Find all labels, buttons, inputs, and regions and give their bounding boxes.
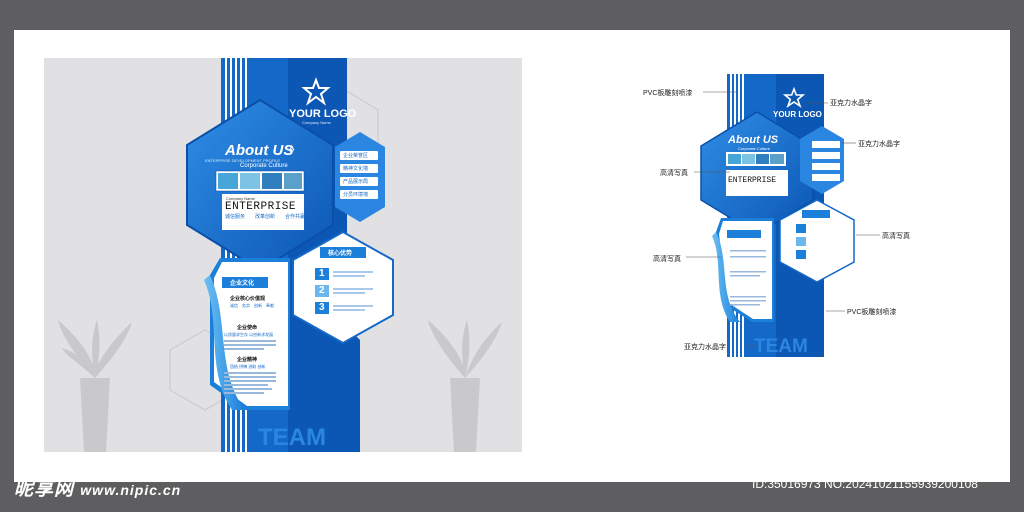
watermark-id: ID:35016973 NO:20241021155939200108	[752, 477, 978, 491]
corporate-culture-label: Corporate Culture	[240, 163, 288, 169]
side-menu-item-1: 企业荣誉区	[343, 153, 369, 159]
culture-line-2: 以质量求生存 以创新求发展	[224, 332, 274, 337]
culture-heading-3: 企业精神	[237, 357, 258, 363]
watermark-brand: 昵享网 www.nipic.cn	[14, 479, 182, 500]
enterprise-small: Company Name	[226, 196, 255, 201]
enterprise-slogans: 诚信服务 改革创新 合作共赢	[225, 214, 306, 220]
annotation-acrylic-bottom: 亚克力水晶字	[684, 344, 726, 351]
about-title-small: About US	[728, 134, 779, 146]
annotation-acrylic-mid: 亚克力水晶字	[858, 141, 900, 148]
team-text: TEAM	[258, 424, 326, 451]
logo-star-icon	[301, 77, 331, 106]
left-hex-title: 企业文化	[230, 281, 255, 287]
number-3: 3	[319, 302, 325, 313]
about-title: About US	[225, 142, 294, 159]
side-menu-item-4: 分员环境墙	[343, 192, 369, 198]
enterprise-title-small: ENTERPRISE	[728, 176, 777, 185]
watermark-url: www.nipic.cn	[80, 482, 182, 498]
team-text-small: TEAM	[754, 336, 808, 357]
logo-text-small: YOUR LOGO	[773, 110, 822, 119]
annotation-pvc-bottom: PVC板雕刻喷漆	[847, 309, 897, 316]
annotation-photo-left-top: 高清写真	[660, 170, 688, 177]
plant-decoration-left	[58, 320, 132, 452]
annotation-pvc-top: PVC板雕刻喷漆	[643, 90, 693, 97]
number-2: 2	[319, 285, 325, 296]
annotation-photo-right: 高清写真	[882, 233, 910, 240]
culture-line-1: 诚信 务实 创新 奉献	[230, 303, 274, 308]
side-menu-item-2: 精神文化墙	[343, 166, 369, 172]
annotation-photo-left-bottom: 高清写真	[653, 256, 681, 263]
number-1: 1	[319, 268, 325, 279]
logo-text: YOUR LOGO	[289, 108, 357, 120]
about-subtitle: ENTERPRISE DEVELOPMENT PROFILE	[205, 158, 281, 163]
right-hex-title: 核心优势	[328, 251, 353, 257]
side-menu-item-3: 产品展示局	[343, 179, 369, 185]
corporate-culture-label-small: Corporate Culture	[738, 146, 770, 151]
culture-heading-1: 企业核心价值观	[230, 296, 266, 302]
enterprise-title: ENTERPRISE	[225, 201, 297, 213]
culture-heading-2: 企业使命	[237, 325, 258, 331]
logo-tagline: Company Name	[302, 120, 331, 125]
logo-star-icon-small	[782, 86, 806, 108]
plant-decoration-right	[428, 320, 502, 452]
annotation-acrylic-top: 亚克力水晶字	[830, 100, 872, 107]
about-arrows: »	[289, 144, 295, 155]
culture-line-3: 团结 拼搏 进取 创新	[230, 364, 266, 369]
